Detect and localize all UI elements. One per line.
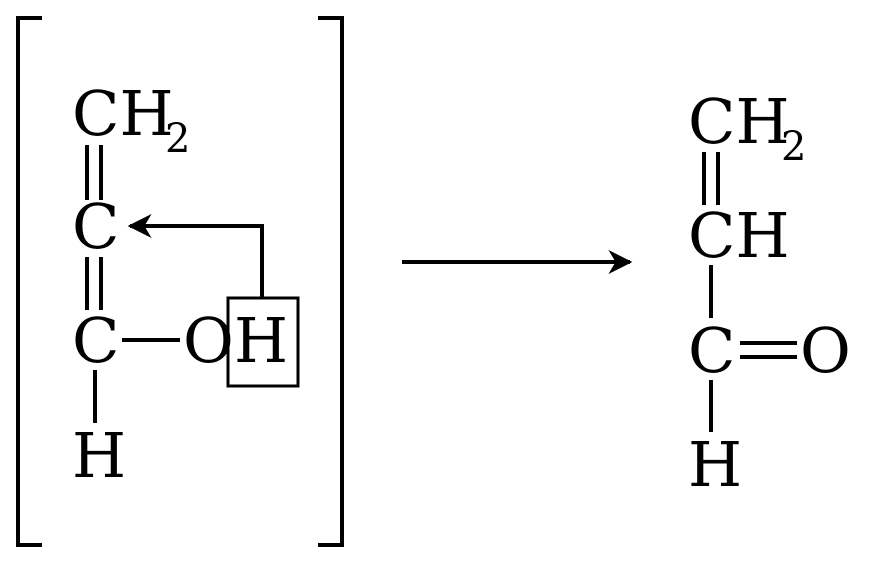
enol-structure: CH 2 C C O H H bbox=[72, 77, 300, 492]
enol-c-lower-atom: C bbox=[72, 304, 119, 377]
left-bracket bbox=[16, 16, 42, 547]
right-bracket bbox=[318, 16, 344, 547]
enol-ch2-subscript: 2 bbox=[165, 116, 190, 162]
enol-hydroxyl-h: H bbox=[234, 304, 288, 377]
enol-hydroxyl-o: O bbox=[183, 304, 234, 377]
aldehyde-ch2-atom: CH bbox=[688, 85, 790, 158]
aldehyde-structure: CH 2 CH C O H bbox=[688, 85, 851, 501]
aldehyde-ch2-subscript: 2 bbox=[781, 124, 806, 170]
enol-c-middle-atom: C bbox=[72, 190, 119, 263]
enol-bottom-h: H bbox=[72, 419, 126, 492]
aldehyde-ch-atom: CH bbox=[688, 199, 790, 272]
enol-ch2-atom: CH bbox=[72, 77, 174, 150]
aldehyde-carbonyl-c: C bbox=[688, 314, 735, 387]
aldehyde-carbonyl-o: O bbox=[800, 314, 851, 387]
hydrogen-migration-arrow bbox=[127, 214, 264, 298]
aldehyde-bottom-h: H bbox=[688, 428, 742, 501]
